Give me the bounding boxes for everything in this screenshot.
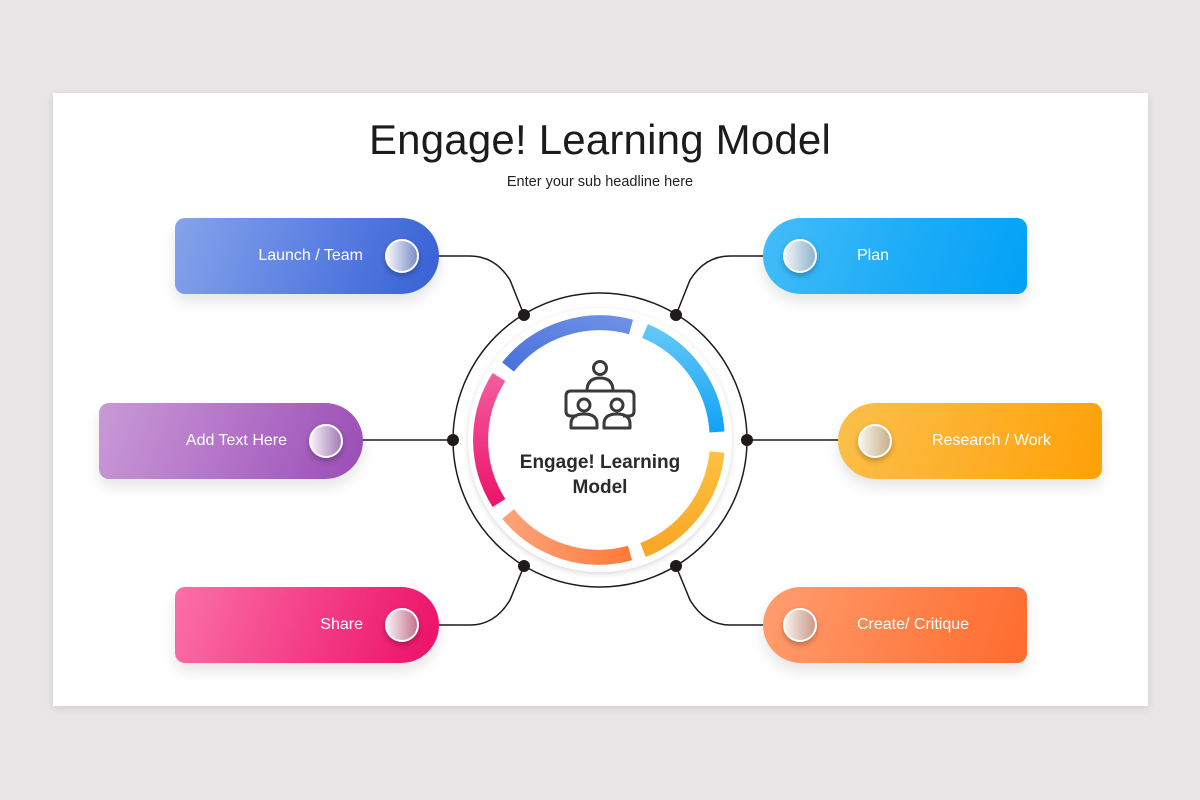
slide-subtitle: Enter your sub headline here	[506, 174, 694, 190]
ring-segments	[473, 315, 725, 565]
node-knob-icon	[783, 239, 817, 273]
segment-yellow	[640, 451, 725, 557]
node-label: Launch / Team	[258, 247, 363, 264]
node-launch-team[interactable]: Launch / Team	[175, 218, 439, 294]
segment-pink	[473, 372, 506, 508]
connector-lines	[362, 255, 838, 626]
meeting-table-people-icon	[564, 360, 636, 430]
node-label: Share	[320, 616, 363, 633]
node-knob-icon	[385, 608, 419, 642]
node-label: Research / Work	[932, 432, 1051, 449]
connection-dots	[447, 309, 753, 572]
node-share[interactable]: Share	[175, 587, 439, 663]
node-knob-icon	[783, 608, 817, 642]
slide-title: Engage! Learning Model	[368, 116, 832, 163]
node-add-text-here[interactable]: Add Text Here	[99, 403, 363, 479]
segment-blue	[502, 315, 634, 372]
center-face	[493, 333, 707, 547]
node-research-work[interactable]: Research / Work	[838, 403, 1102, 479]
node-knob-icon	[858, 424, 892, 458]
center-label: Engage! Learning Model	[519, 452, 681, 498]
connector-plan	[675, 255, 763, 316]
node-create-critique[interactable]: Create/ Critique	[763, 587, 1027, 663]
node-knob-icon	[309, 424, 343, 458]
node-knob-icon	[385, 239, 419, 273]
node-label: Add Text Here	[185, 432, 287, 449]
connector-launch-team	[438, 255, 525, 316]
node-plan[interactable]: Plan	[763, 218, 1027, 294]
connector-create-critique	[675, 565, 763, 626]
node-label: Create/ Critique	[857, 616, 970, 633]
segment-light-blue	[641, 324, 725, 433]
node-label: Plan	[857, 247, 890, 264]
segment-orange	[502, 509, 632, 565]
connector-share	[438, 565, 525, 626]
